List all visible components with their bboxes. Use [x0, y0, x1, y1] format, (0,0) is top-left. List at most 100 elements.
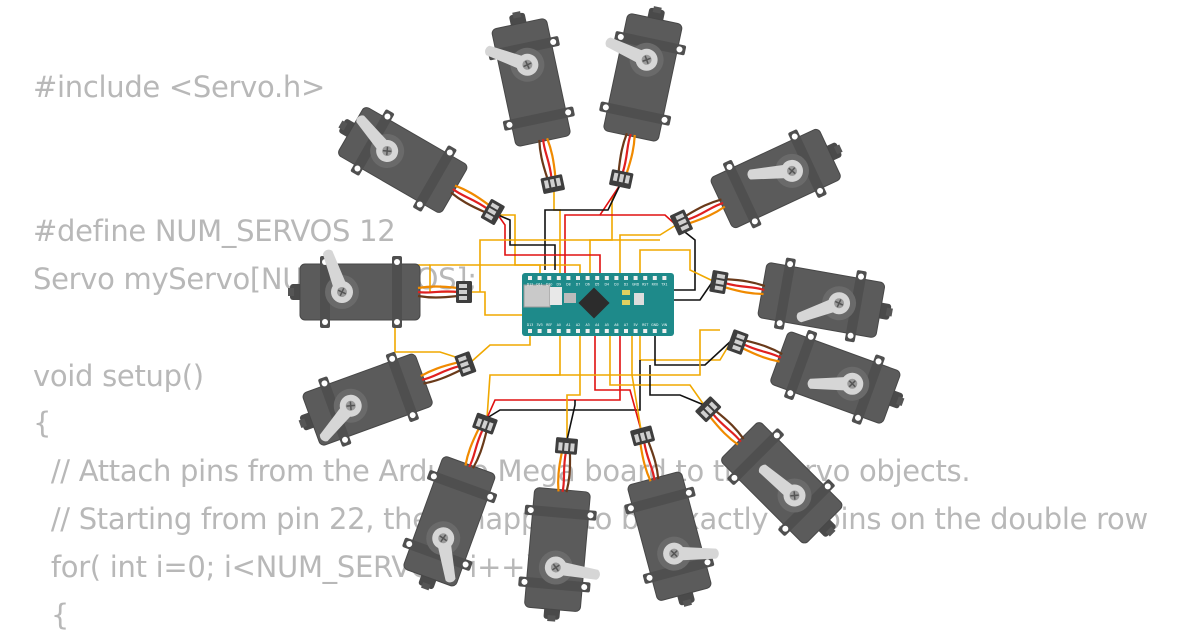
servo-connector-pin [457, 355, 467, 363]
board-pin-bottom [624, 329, 628, 333]
servo-lead [725, 278, 766, 288]
servo-lead [741, 346, 780, 363]
servo-housing [480, 3, 580, 150]
servo-lead [639, 442, 652, 482]
servo-motor [514, 437, 603, 625]
servo-lead [421, 365, 460, 381]
board-pin-label-top: GND [632, 283, 640, 287]
code-line-open-brace: { [33, 406, 52, 440]
board-pin-label-bottom: A0 [557, 323, 561, 327]
wire [589, 184, 621, 273]
board-pin-bottom [604, 329, 609, 333]
board-pin-top [556, 276, 561, 280]
board-pin-top [662, 276, 667, 280]
servo-connector-pin [732, 344, 741, 352]
servo-lead [417, 285, 459, 290]
board-pin-label-bottom: VIN [662, 323, 668, 327]
board-pin-top [528, 276, 532, 280]
board-pin-bottom [652, 329, 657, 333]
board-pin-bottom [614, 329, 619, 333]
wire [497, 214, 556, 270]
servo-lead [742, 343, 782, 359]
board-pin-label-top: D2 [624, 283, 628, 287]
wire [649, 365, 705, 406]
servo-housing [287, 344, 437, 459]
servo-connector-pin [708, 401, 718, 410]
board-pin-label-bottom: REF [546, 323, 552, 327]
servo-connector-pin [549, 178, 556, 188]
servo-housing [618, 468, 724, 616]
usb-connector [523, 284, 551, 308]
board-pin-label-top: D12 [527, 283, 534, 287]
board-pin-top [566, 276, 571, 280]
reset-button [634, 293, 644, 305]
servos [287, 0, 916, 625]
board-pin-label-top: D8 [566, 283, 570, 287]
board-pin-label-bottom: 5V [633, 323, 638, 327]
board-pin-top [537, 276, 542, 280]
wires [394, 184, 733, 441]
board-pin-top [547, 276, 552, 280]
led-tx [622, 300, 630, 305]
board-pin-label-top: D3 [614, 283, 618, 287]
servo-body [618, 468, 724, 616]
servo-lead [617, 132, 628, 173]
servo-connector-pin [543, 180, 550, 189]
servo-housing [321, 92, 474, 222]
servo-body [287, 344, 437, 459]
board-pin-bottom [643, 329, 648, 333]
servo-connector-pin [459, 361, 469, 368]
board-pin-label-bottom: A3 [585, 323, 589, 327]
servo-lead [724, 282, 765, 292]
servo-body [480, 3, 580, 150]
board-pin-label-bottom: A2 [576, 323, 580, 327]
servo-motor [321, 92, 505, 225]
servo-connector-pin [714, 285, 724, 291]
board-pin-label-top: TX1 [660, 283, 667, 287]
board-pin-bottom [556, 329, 561, 333]
board-pin-bottom [576, 329, 580, 333]
servo-lead [646, 440, 660, 480]
board-pin-label-top: D4 [605, 283, 609, 287]
wire [674, 280, 714, 301]
servo-motor [726, 322, 916, 437]
wire [479, 239, 660, 292]
board-pin-bottom [537, 329, 542, 333]
servo-connector-pin [459, 296, 467, 300]
servo-lead [686, 201, 724, 221]
usb-shell [550, 287, 562, 305]
wire [639, 249, 714, 282]
board-pin-label-bottom: A4 [595, 323, 599, 327]
wire [594, 336, 642, 431]
servo-connector-pin [704, 405, 714, 415]
code-line-inner-brace: { [33, 598, 69, 630]
servo-motor [287, 245, 472, 329]
servo-lead [561, 451, 568, 493]
board-pin-top [576, 276, 580, 280]
servo-connector-pin [715, 279, 725, 285]
wire [654, 336, 733, 366]
servo-connector-pin [481, 420, 488, 430]
servo-lead [472, 430, 488, 469]
servo-connector-pin [624, 175, 631, 184]
wire [566, 336, 581, 440]
servo-housing [287, 255, 421, 329]
servo-motor [287, 344, 477, 459]
wire [470, 336, 531, 363]
servo-motor [695, 396, 859, 560]
board-pin-top [633, 276, 638, 280]
servo-connector-pin [677, 218, 687, 226]
crystal [564, 293, 576, 303]
board-pin-bottom [547, 329, 552, 333]
wire [497, 214, 601, 273]
board-pin-bottom [566, 329, 571, 333]
servo-lead [423, 368, 462, 385]
board-pin-top [585, 276, 590, 280]
board-pin-label-top: D10 [546, 283, 553, 287]
board-pin-bottom [528, 329, 532, 333]
servo-connector-pin [564, 442, 569, 452]
servo-motor [594, 0, 694, 189]
servo-lead [417, 294, 459, 299]
board-pin-label-top: D9 [557, 283, 561, 287]
